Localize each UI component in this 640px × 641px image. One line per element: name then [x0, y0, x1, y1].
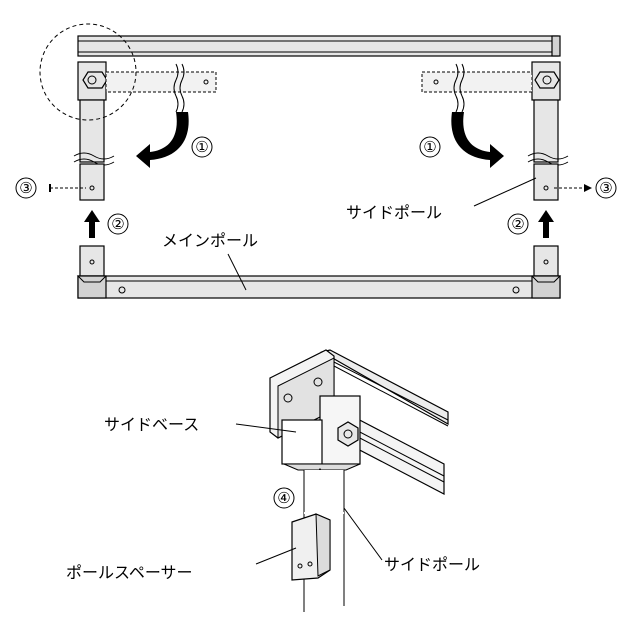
- frame-assembly-top: ① ① ③ ③ ② ②: [15, 23, 617, 299]
- detail-side-base: [269, 349, 361, 471]
- step-2-left-label: ②: [111, 215, 124, 233]
- step-1-left: ①: [191, 136, 213, 158]
- rotate-arrow-right: [451, 112, 504, 168]
- main-pole-label: メインポール: [162, 231, 258, 250]
- main-pole: [76, 245, 562, 299]
- step-3-left: ③: [15, 177, 86, 199]
- top-bar: [77, 35, 561, 57]
- side-base-label: サイドベース: [104, 415, 199, 434]
- left-side-pole-upper: [73, 61, 217, 201]
- detail-view: ④ サイドベース サイドポール ポールスペーサー: [66, 349, 480, 612]
- step-1-right-label: ①: [423, 138, 436, 156]
- step-3-right-label: ③: [599, 179, 612, 197]
- right-side-pole-upper: [421, 61, 569, 201]
- detail-side-pole: [303, 470, 345, 612]
- step-1-right: ①: [419, 136, 441, 158]
- step-1-left-label: ①: [195, 138, 208, 156]
- step-3-right: ③: [554, 177, 617, 199]
- step-2-right: ②: [507, 210, 554, 238]
- step-4-label: ④: [277, 489, 290, 507]
- side-pole-label-top: サイドポール: [346, 203, 442, 222]
- step-3-left-label: ③: [19, 179, 32, 197]
- detail-pole-spacer: [291, 513, 331, 581]
- rotate-arrow-left: [136, 112, 189, 168]
- detail-highlight-circle: [39, 23, 137, 121]
- side-pole-label-bottom: サイドポール: [384, 555, 480, 574]
- step-2-left: ②: [84, 210, 129, 238]
- pole-spacer-label: ポールスペーサー: [66, 563, 193, 582]
- step-2-right-label: ②: [511, 215, 524, 233]
